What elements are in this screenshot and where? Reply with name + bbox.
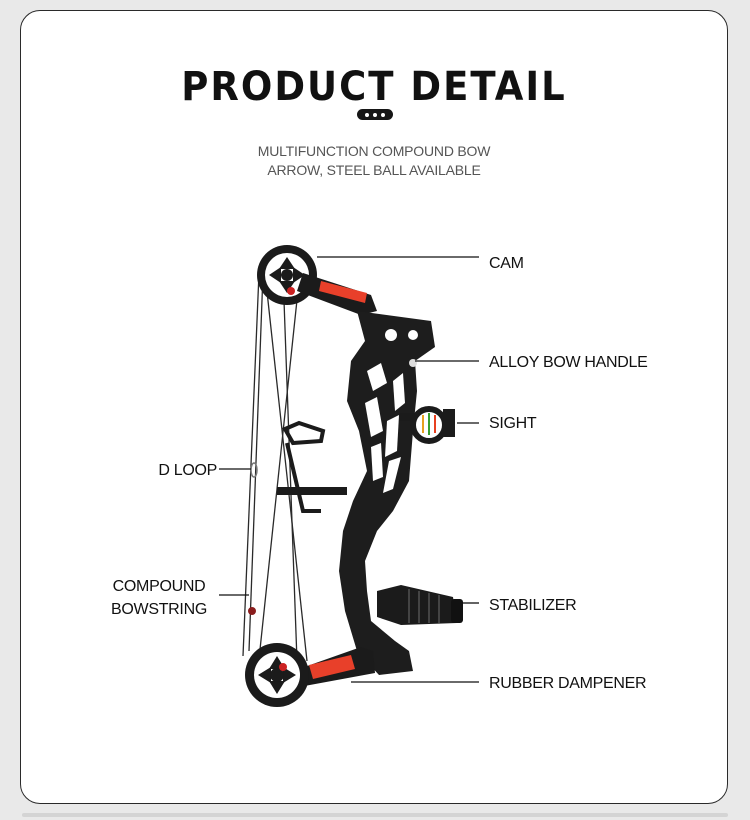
bowstring-icon: [242, 272, 308, 662]
subtitle-line-1: MULTIFUNCTION COMPOUND BOW: [257, 143, 491, 159]
page-title: PRODUCT DETAIL: [181, 63, 567, 110]
d-loop-icon: [250, 462, 258, 478]
top-dampener-icon: [319, 281, 367, 303]
callout-cam: CAM: [489, 255, 524, 272]
product-detail-card: PRODUCT DETAIL MULTIFUNCTION COMPOUND BO…: [20, 10, 728, 804]
callout-bowstring-line-1: COMPOUND: [112, 578, 206, 595]
stabilizer-icon: [377, 585, 463, 625]
alloy-bow-handle-icon: [339, 311, 435, 675]
callout-rubber-dampener: RUBBER DAMPENER: [489, 675, 647, 692]
subtitle-line-2: ARROW, STEEL BALL AVAILABLE: [267, 162, 481, 178]
handle-cutouts-icon: [365, 363, 405, 493]
compound-bow-illustration: [219, 245, 479, 707]
title-divider-dots: [357, 109, 393, 120]
card-shadow: [22, 813, 728, 817]
bottom-cam-icon: [245, 643, 309, 707]
callout-alloy-bow-handle: ALLOY BOW HANDLE: [489, 354, 648, 371]
callout-bowstring-line-2: BOWSTRING: [111, 601, 207, 618]
sight-icon: [399, 406, 455, 444]
callout-d-loop: D LOOP: [158, 462, 217, 479]
callout-sight: SIGHT: [489, 415, 537, 432]
top-cam-icon: [257, 245, 317, 305]
callout-stabilizer: STABILIZER: [489, 597, 577, 614]
callout-leader-lines: [219, 256, 479, 683]
arrow-rest-icon: [282, 420, 326, 513]
string-bead-icon: [248, 607, 256, 615]
bottom-dampener-icon: [309, 655, 355, 679]
